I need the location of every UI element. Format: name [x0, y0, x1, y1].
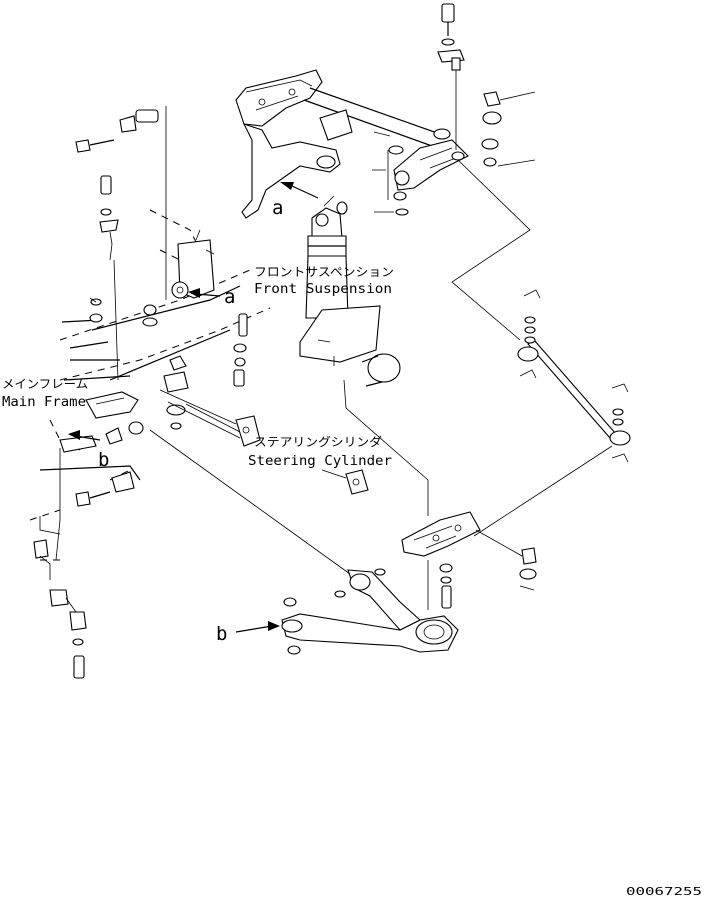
main-frame-label-en: Main Frame: [2, 395, 86, 410]
steering-cylinder-label-en: Steering Cylinder: [248, 454, 392, 469]
ref-arrow-a-top: [280, 182, 319, 199]
figure-number: 00067255: [626, 885, 702, 898]
ref-label-a-frame: a: [224, 286, 235, 308]
front-suspension-strut: [299, 201, 401, 387]
frame-left-bolt-pin: [75, 106, 167, 300]
lower-right-nut: [475, 529, 537, 591]
lower-bracket-plate: [401, 511, 481, 610]
ref-arrow-b-arm: [235, 621, 280, 633]
frame-washers: [89, 297, 158, 327]
frame-left-tie-rod-end: [33, 539, 87, 679]
frame-vertical-bolt: [99, 175, 119, 381]
front-suspension-upper-arm: [235, 69, 341, 219]
front-suspension-label-en: Front Suspension: [254, 282, 392, 297]
upper-link-rod: [303, 87, 441, 155]
frame-left-lower-parts: [55, 421, 144, 561]
assembly-leader-lines: [323, 159, 613, 537]
ref-label-b-frame: b: [98, 449, 109, 471]
steering-cylinder-label-jp: ステアリングシリンダ: [254, 434, 382, 449]
frame-mounting-bracket: [171, 229, 215, 299]
frame-upright-pin: [233, 313, 248, 387]
frame-cylinder-mount: [163, 355, 241, 433]
ref-arrow-a-frame: [188, 288, 221, 298]
ref-label-a-top: a: [272, 197, 283, 219]
steering-cylinder: [159, 389, 369, 495]
lower-steering-arm: [149, 429, 459, 655]
top-small-washers: [372, 131, 409, 216]
tie-rod: [517, 289, 631, 463]
front-suspension-label-jp: フロントサスペンション: [254, 265, 394, 279]
ref-arrow-b-frame: [68, 430, 101, 441]
upper-bracket: [393, 128, 469, 191]
main-frame-label-jp: メインフレーム: [2, 377, 88, 391]
right-nut-stack: [481, 91, 536, 167]
top-bolt: [437, 3, 465, 150]
ref-label-b-arm: b: [216, 623, 227, 645]
